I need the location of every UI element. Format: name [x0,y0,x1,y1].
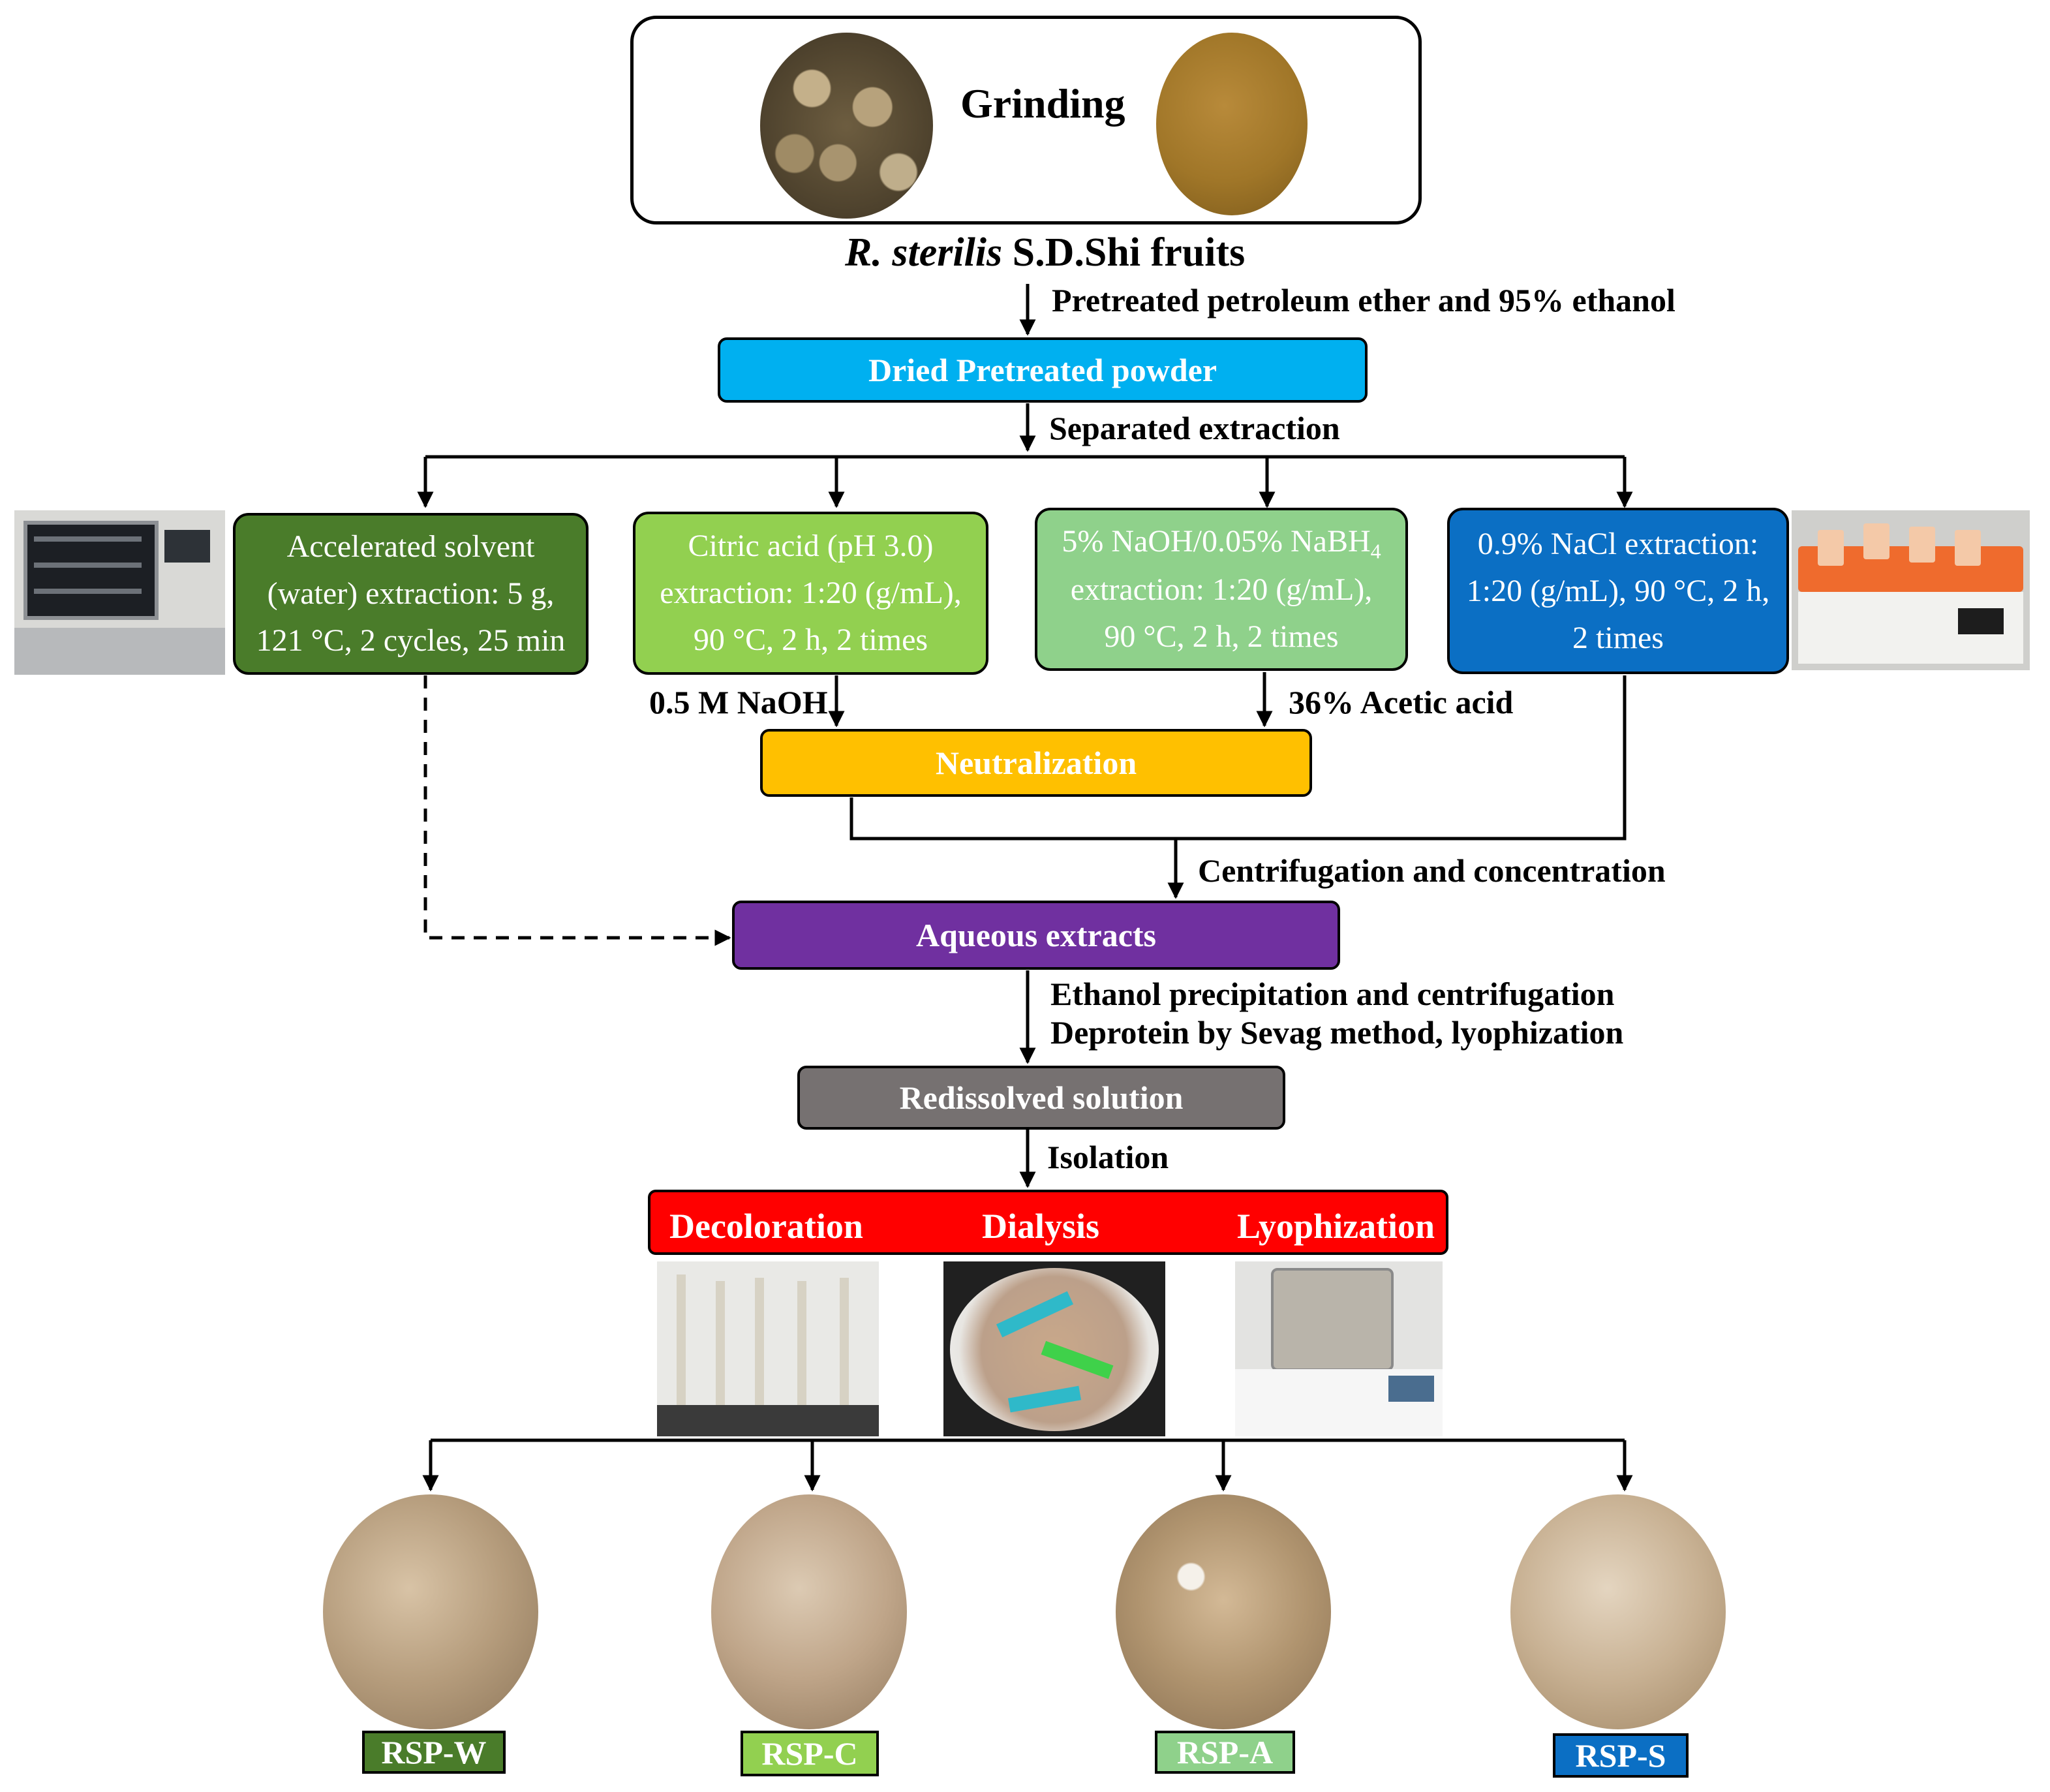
rsp-c-photo [711,1494,907,1729]
powder-photo [1156,33,1308,215]
method-naoh-line-3: 90 °C, 2 h, 2 times [1104,619,1339,655]
rsp-s-tag: RSP-S [1553,1733,1689,1778]
rsp-s-photo [1510,1494,1726,1729]
naoh-label: 0.5 M NaOH [649,684,828,720]
method-nacl-line-3: 2 times [1572,620,1664,655]
dialysis-photo [943,1261,1165,1436]
method-naoh-line-1: 5% NaOH/0.05% NaBH4 [1062,518,1381,567]
method-citric-line-3: 90 °C, 2 h, 2 times [693,623,928,657]
lyophization-label: Lyophization [1237,1207,1435,1246]
rsp-a-photo [1116,1494,1331,1729]
neutralization-box: Neutralization [760,729,1312,797]
rsp-w-tag: RSP-W [362,1731,506,1774]
naoh-subscript: 4 [1370,539,1381,563]
method-water-line-2: (water) extraction: 5 g, [267,576,555,611]
method-nacl-box: 0.9% NaCl extraction: 1:20 (g/mL), 90 °C… [1447,508,1789,674]
fruits-photo [760,33,933,219]
rsp-w-photo [323,1494,538,1729]
method-naoh-line-2: extraction: 1:20 (g/mL), [1070,572,1373,608]
dried-powder-box: Dried Pretreated powder [718,337,1368,403]
method-citric-box: Citric acid (pH 3.0) extraction: 1:20 (g… [633,512,988,675]
decoloration-photo [657,1261,879,1436]
method-water-line-3: 121 °C, 2 cycles, 25 min [256,623,566,658]
method-citric-line-1: Citric acid (pH 3.0) [688,529,934,563]
redissolved-box: Redissolved solution [797,1066,1285,1130]
method-nacl-line-1: 0.9% NaCl extraction: [1477,526,1759,561]
purification-pipeline [648,1190,1448,1255]
method-nacl-line-2: 1:20 (g/mL), 90 °C, 2 h, [1466,573,1770,608]
deprotein-label: Deprotein by Sevag method, lyophization [1050,1014,1624,1051]
solvent-extractor-photo [14,510,225,675]
grinding-label: Grinding [960,80,1125,127]
separated-label: Separated extraction [1049,410,1340,446]
naoh-main: 5% NaOH/0.05% NaBH [1062,523,1371,559]
method-naoh-box: 5% NaOH/0.05% NaBH4 extraction: 1:20 (g/… [1035,508,1408,671]
acetic-label: 36% Acetic acid [1289,684,1514,720]
aqueous-extracts-box: Aqueous extracts [732,901,1340,970]
species-italic: R. sterilis [845,230,1003,275]
species-rest: S.D.Shi fruits [1012,230,1246,275]
dialysis-label: Dialysis [982,1207,1100,1246]
decoloration-label: Decoloration [669,1207,863,1246]
method-citric-line-2: extraction: 1:20 (g/mL), [660,576,962,610]
merge-line [849,675,1627,841]
water-bath-photo [1792,510,2030,670]
isolation-label: Isolation [1047,1139,1169,1175]
ethanol-label: Ethanol precipitation and centrifugation [1050,976,1615,1012]
pretreatment-label: Pretreated petroleum ether and 95% ethan… [1052,282,1675,318]
rsp-a-tag: RSP-A [1155,1731,1295,1774]
centrifugation-label: Centrifugation and concentration [1198,852,1666,889]
species-label: R. sterilis S.D.Shi fruits [845,230,1245,276]
method-water-box: Accelerated solvent (water) extraction: … [233,513,589,675]
lyophilizer-photo [1235,1261,1443,1436]
method-water-line-1: Accelerated solvent [286,529,535,564]
rsp-c-tag: RSP-C [741,1731,879,1776]
